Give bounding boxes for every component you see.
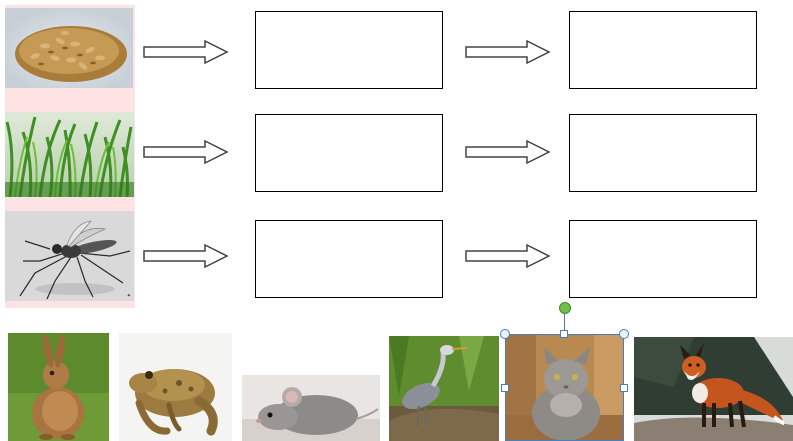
resize-handle-top-left[interactable] — [500, 329, 510, 339]
arrow-icon — [465, 244, 551, 268]
rotate-handle-stem — [564, 313, 565, 334]
answer-box-row2-col1[interactable] — [255, 114, 443, 192]
mouse-image[interactable] — [242, 375, 380, 441]
grass-image[interactable] — [5, 112, 134, 197]
frog-image[interactable] — [119, 333, 232, 441]
answer-box-row1-col1[interactable] — [255, 11, 443, 89]
resize-handle-top[interactable] — [560, 330, 568, 338]
mosquito-image[interactable]: ✦ — [5, 211, 134, 301]
cat-image[interactable] — [506, 335, 624, 441]
resize-handle-top-right[interactable] — [619, 329, 629, 339]
arrow-icon — [143, 244, 229, 268]
fox-image[interactable] — [634, 337, 793, 441]
heron-image[interactable] — [389, 336, 499, 441]
wheat-grain-image[interactable] — [5, 8, 133, 88]
rotate-handle[interactable] — [559, 302, 571, 314]
hare-image[interactable] — [8, 333, 109, 441]
arrow-icon — [465, 40, 551, 64]
selection-frame — [505, 334, 624, 441]
arrow-icon — [143, 140, 229, 164]
arrow-icon — [143, 40, 229, 64]
resize-handle-left[interactable] — [501, 384, 509, 392]
resize-handle-right[interactable] — [620, 384, 628, 392]
answer-box-row1-col2[interactable] — [569, 11, 757, 89]
arrow-icon — [465, 140, 551, 164]
answer-box-row3-col1[interactable] — [255, 220, 443, 298]
watermark-logo: ✦ — [126, 293, 131, 299]
answer-box-row3-col2[interactable] — [569, 220, 757, 298]
answer-box-row2-col2[interactable] — [569, 114, 757, 192]
